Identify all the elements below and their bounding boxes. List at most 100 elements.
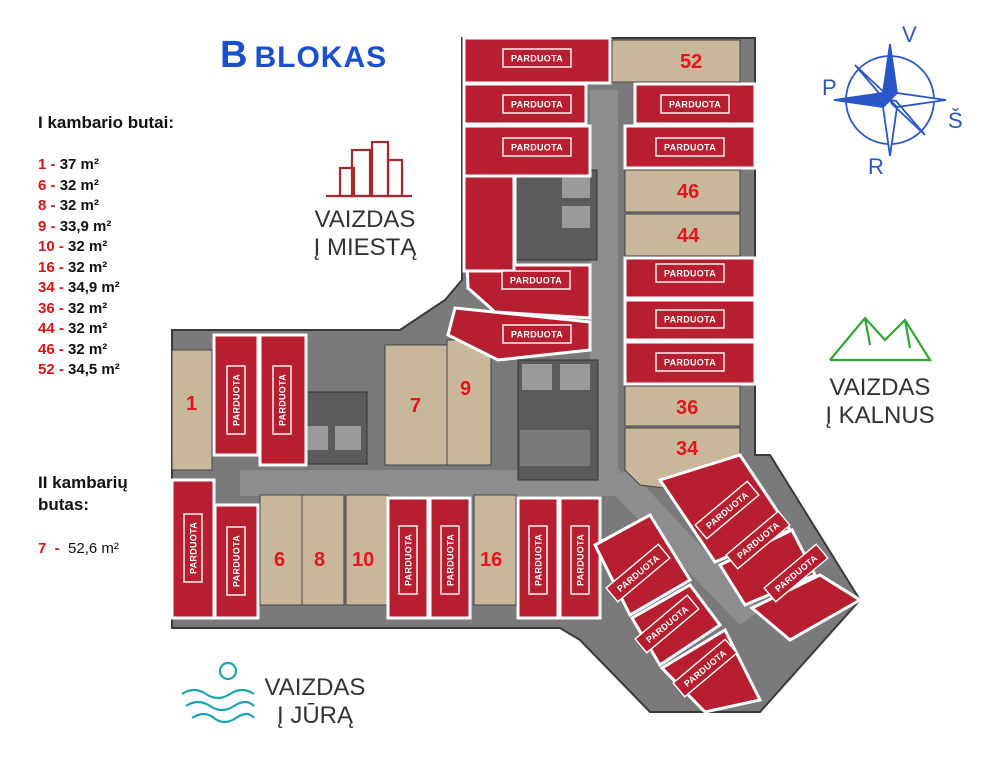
legend-separator: - bbox=[54, 361, 69, 378]
apartment-16[interactable] bbox=[473, 494, 517, 606]
view-mountains-line2: Į KALNUS bbox=[825, 402, 935, 429]
view-city-line2: Į MIESTĄ bbox=[313, 234, 417, 261]
legend-separator: - bbox=[46, 540, 69, 557]
legend-row: 36 - 32 m² bbox=[38, 298, 107, 320]
unit-number-6: 6 bbox=[274, 549, 285, 571]
legend-row: 44 - 32 m² bbox=[38, 318, 107, 340]
legend-unit-area: 37 m² bbox=[59, 156, 99, 173]
legend-row: 8 - 32 m² bbox=[38, 195, 99, 217]
legend-separator: - bbox=[54, 279, 69, 296]
sold-label: PARDUOTA bbox=[664, 269, 716, 279]
legend-separator: - bbox=[54, 340, 69, 358]
sold-tag: PARDUOTA bbox=[226, 526, 246, 596]
legend-unit-area: 32 m² bbox=[68, 340, 108, 358]
compass-letters: V P Š R bbox=[822, 22, 963, 179]
legend-separator: - bbox=[46, 197, 60, 214]
sold-label: PARDUOTA bbox=[232, 535, 242, 587]
sold-label: PARDUOTA bbox=[664, 143, 716, 153]
unit-number-8: 8 bbox=[314, 549, 325, 571]
sold-label: PARDUOTA bbox=[278, 374, 288, 426]
view-mountains-label: VAIZDAS Į KALNUS bbox=[815, 374, 945, 430]
sold-tag: PARDUOTA bbox=[501, 270, 571, 290]
sold-label: PARDUOTA bbox=[232, 374, 242, 426]
apartment-44[interactable] bbox=[624, 213, 741, 257]
unit-number-1: 1 bbox=[186, 393, 197, 415]
unit-number-16: 16 bbox=[480, 549, 502, 571]
sold-label: PARDUOTA bbox=[511, 143, 563, 153]
sold-label: PARDUOTA bbox=[664, 358, 716, 368]
apartments bbox=[171, 39, 741, 606]
compass-n: V bbox=[902, 22, 917, 47]
view-sea-line2: Į JŪRĄ bbox=[276, 702, 353, 729]
legend-unit-number: 52 bbox=[38, 361, 55, 378]
city-skyline-icon bbox=[326, 140, 412, 198]
sold-tag: PARDUOTA bbox=[398, 525, 418, 595]
legend-row: 7 - 52,6 m² bbox=[38, 538, 119, 560]
block-letter: B bbox=[220, 34, 249, 76]
sold-tag: PARDUOTA bbox=[655, 352, 725, 372]
legend-unit-number: 8 bbox=[38, 197, 47, 214]
unit-number-52: 52 bbox=[680, 51, 702, 73]
unit-number-44: 44 bbox=[677, 225, 700, 247]
view-city-line1: VAIZDAS bbox=[314, 206, 416, 233]
legend-row: 9 - 33,9 m² bbox=[38, 216, 111, 238]
legend-unit-area: 33,9 m² bbox=[59, 217, 112, 235]
sold-tag: PARDUOTA bbox=[570, 525, 590, 595]
legend-row: 16 - 32 m² bbox=[38, 257, 107, 279]
apartment-10[interactable] bbox=[345, 494, 389, 606]
sold-label: PARDUOTA bbox=[189, 522, 199, 574]
sold-tag: PARDUOTA bbox=[183, 513, 203, 583]
unit-number-9: 9 bbox=[460, 378, 471, 400]
legend-unit-area: 32 m² bbox=[68, 299, 108, 317]
view-mountains-line1: VAIZDAS bbox=[829, 374, 931, 401]
sold-label: PARDUOTA bbox=[510, 276, 562, 286]
apartment-9[interactable] bbox=[446, 339, 492, 466]
compass-e: Š bbox=[948, 108, 963, 133]
legend-row: 10 - 32 m² bbox=[38, 236, 107, 258]
legend-unit-number: 46 bbox=[38, 340, 55, 358]
mountains-icon bbox=[829, 316, 932, 362]
apartment-7[interactable] bbox=[384, 344, 448, 466]
sold-tag: PARDUOTA bbox=[502, 48, 572, 68]
two-room-heading-line2: butas: bbox=[38, 495, 89, 514]
legend-separator: - bbox=[54, 299, 69, 317]
legend-unit-number: 16 bbox=[38, 258, 55, 276]
two-room-heading-line1: II kambarių bbox=[38, 473, 128, 492]
legend-separator: - bbox=[46, 156, 60, 173]
unit-number-34: 34 bbox=[676, 438, 699, 460]
apartment-46[interactable] bbox=[624, 169, 741, 213]
unit-number-7: 7 bbox=[410, 395, 421, 417]
apartment-1[interactable] bbox=[171, 349, 213, 471]
sold-label: PARDUOTA bbox=[511, 54, 563, 64]
legend-row: 1 - 37 m² bbox=[38, 154, 99, 176]
sold-label: PARDUOTA bbox=[576, 534, 586, 586]
apartment-36[interactable] bbox=[624, 385, 741, 427]
legend-unit-number: 6 bbox=[38, 176, 47, 194]
sold-label: PARDUOTA bbox=[511, 330, 563, 340]
legend-unit-number: 10 bbox=[38, 238, 55, 255]
compass-s: R bbox=[868, 154, 884, 179]
sold-tag: PARDUOTA bbox=[655, 263, 725, 283]
sold-tag: PARDUOTA bbox=[660, 94, 730, 114]
view-city-label: VAIZDAS Į MIESTĄ bbox=[300, 206, 430, 262]
legend-unit-area: 32 m² bbox=[68, 258, 108, 276]
legend-unit-area: 52,6 m² bbox=[68, 540, 119, 557]
legend-separator: - bbox=[54, 258, 69, 276]
legend-separator: - bbox=[54, 238, 69, 255]
block-word: BLOKAS bbox=[254, 41, 388, 74]
sold-label: PARDUOTA bbox=[511, 100, 563, 110]
legend-unit-number: 9 bbox=[38, 217, 47, 235]
sold-tag: PARDUOTA bbox=[272, 365, 292, 435]
apartment-8[interactable] bbox=[301, 494, 345, 606]
sold-tag: PARDUOTA bbox=[226, 365, 246, 435]
apartment-52[interactable] bbox=[611, 39, 741, 83]
legend-unit-number: 34 bbox=[38, 279, 55, 296]
legend-row: 46 - 32 m² bbox=[38, 339, 107, 361]
sold-tag: PARDUOTA bbox=[502, 94, 572, 114]
legend-unit-area: 34,5 m² bbox=[68, 361, 120, 378]
legend-separator: - bbox=[54, 320, 69, 337]
legend-row: 34 - 34,9 m² bbox=[38, 277, 120, 299]
one-room-heading: I kambario butai: bbox=[38, 113, 175, 132]
